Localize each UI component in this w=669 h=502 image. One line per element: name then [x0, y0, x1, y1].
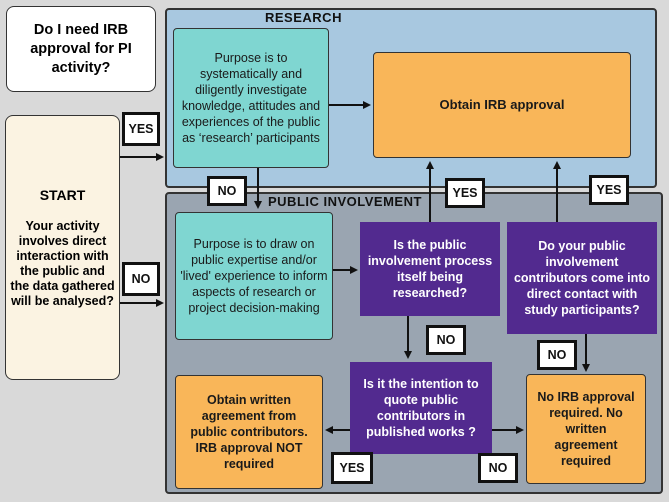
question-quote-text: Is it the intention to quote public cont…	[363, 377, 479, 439]
yes-badge-researched: YES	[445, 178, 485, 208]
no-badge-pi: NO	[122, 262, 160, 296]
question-contact-text: Do your public involvement contributors …	[513, 239, 651, 317]
no-badge-research-to-pi: NO	[207, 176, 247, 206]
question-contact-box: Do your public involvement contributors …	[507, 222, 657, 334]
start-box: START Your activity involves direct inte…	[5, 115, 120, 380]
written-agreement-box: Obtain written agreement from public con…	[175, 375, 323, 489]
question-researched-box: Is the public involvement process itself…	[360, 222, 500, 316]
written-agreement-text: Obtain written agreement from public con…	[190, 393, 308, 471]
question-quote-box: Is it the intention to quote public cont…	[350, 362, 492, 454]
yes-badge-contact: YES	[589, 175, 629, 205]
pi-purpose-box: Purpose is to draw on public expertise a…	[175, 212, 333, 340]
title-text: Do I need IRB approval for PI activity?	[30, 21, 132, 76]
no-badge-quote: NO	[478, 453, 518, 483]
yes-badge-quote: YES	[331, 452, 373, 484]
obtain-irb-text: Obtain IRB approval	[439, 97, 565, 112]
research-purpose-box: Purpose is to systematically and diligen…	[173, 28, 329, 168]
question-researched-text: Is the public involvement process itself…	[367, 238, 493, 300]
start-heading: START	[39, 186, 86, 203]
start-text: Your activity involves direct interactio…	[10, 218, 115, 308]
no-irb-text: No IRB approval required. No written agr…	[537, 390, 635, 468]
no-irb-box: No IRB approval required. No written agr…	[526, 374, 646, 484]
pi-purpose-text: Purpose is to draw on public expertise a…	[180, 237, 328, 315]
title-box: Do I need IRB approval for PI activity?	[6, 6, 156, 92]
no-badge-researched: NO	[426, 325, 466, 355]
no-badge-contact: NO	[537, 340, 577, 370]
public-involvement-label: PUBLIC INVOLVEMENT	[268, 194, 422, 209]
obtain-irb-box: Obtain IRB approval	[373, 52, 631, 158]
yes-badge-research: YES	[122, 112, 160, 146]
research-purpose-text: Purpose is to systematically and diligen…	[181, 51, 321, 145]
research-label: RESEARCH	[265, 10, 342, 25]
